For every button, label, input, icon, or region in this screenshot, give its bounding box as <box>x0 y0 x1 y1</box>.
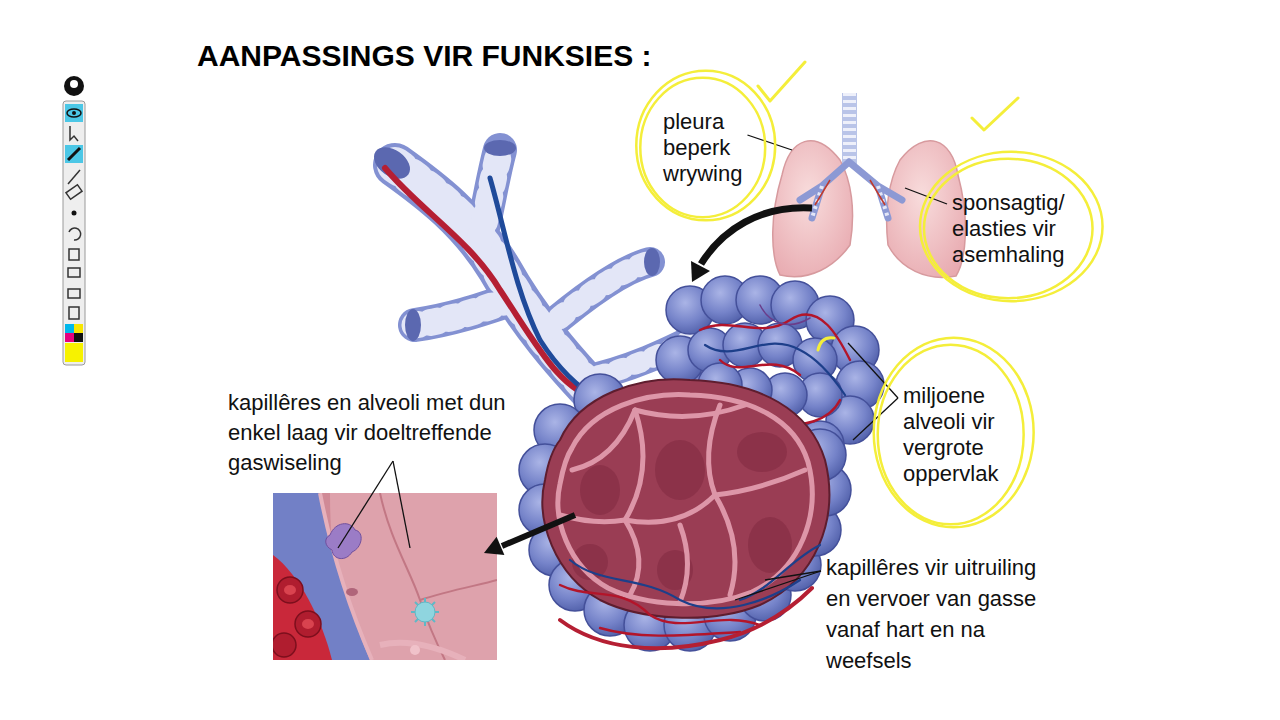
cell <box>410 645 420 655</box>
pointer-icon <box>70 126 78 141</box>
page-icon <box>69 307 79 319</box>
septum <box>715 470 805 495</box>
toolbar-icon <box>64 76 84 96</box>
septum <box>635 405 745 416</box>
toolbar-panel <box>63 101 85 365</box>
camera-icon <box>68 289 80 298</box>
septum <box>680 525 688 602</box>
highlight-circle <box>878 345 1024 525</box>
bronchiole-opening <box>405 309 421 341</box>
sac-shading <box>580 465 620 515</box>
septum <box>715 495 735 595</box>
leader-line <box>848 343 898 398</box>
pointer-arrow <box>502 515 575 546</box>
color-swatch <box>65 324 74 333</box>
arrowhead <box>484 537 504 555</box>
title: AANPASSINGS VIR FUNKSIES : <box>197 38 652 74</box>
lung-vessel <box>815 180 885 205</box>
sac-rim <box>558 395 812 604</box>
capillary-wall <box>273 493 370 660</box>
board-icon <box>68 268 80 277</box>
check-mark <box>972 98 1018 130</box>
artery <box>385 168 720 403</box>
cell-nucleus <box>346 588 358 596</box>
callout-label: pleura beperk wrywing <box>663 109 778 187</box>
leader-line <box>747 135 792 150</box>
macrophage <box>326 524 361 559</box>
toolbar-button <box>65 104 83 122</box>
toolbar <box>63 76 85 365</box>
color-swatch <box>65 343 83 362</box>
immune-cell <box>415 602 435 622</box>
red-blood-cell <box>273 633 296 657</box>
capillary <box>720 360 800 375</box>
leader-line <box>735 571 821 600</box>
membrane <box>320 493 372 660</box>
alveolar-sac <box>542 379 829 617</box>
capillary-lumen <box>273 555 332 660</box>
sac-shading <box>655 440 705 500</box>
red-blood-cell <box>284 585 296 595</box>
color-swatch <box>65 333 74 342</box>
alveoli-cluster <box>519 374 851 651</box>
red-blood-cell <box>295 611 321 637</box>
eye-icon <box>72 111 76 115</box>
highlight-circle <box>924 159 1093 298</box>
trash-icon <box>69 249 79 260</box>
inset-ground <box>273 493 497 660</box>
septum <box>625 410 643 520</box>
capillaries <box>560 545 820 648</box>
eraser-icon <box>66 185 82 200</box>
leader-line <box>393 461 410 548</box>
toolbar-button <box>65 145 83 163</box>
artery <box>560 588 812 648</box>
trachea <box>842 93 857 165</box>
sac-shading <box>737 432 787 472</box>
leader-line <box>765 571 821 580</box>
highlight-mark <box>818 338 834 350</box>
red-blood-cell <box>277 577 303 603</box>
immune-cell <box>411 598 439 626</box>
color-swatch <box>74 333 83 342</box>
bronchiole-opening <box>644 248 660 276</box>
highlight-circle <box>920 152 1103 301</box>
septum <box>625 495 715 522</box>
undo-icon <box>69 228 81 240</box>
inset-closeup <box>273 493 497 660</box>
bronchiole <box>545 262 650 330</box>
color-swatch <box>74 324 83 333</box>
red-blood-cell <box>302 619 314 629</box>
pen-icon <box>68 148 80 160</box>
cartilage-ring <box>415 300 510 325</box>
toolbar-icon <box>70 80 78 88</box>
arrowhead <box>691 261 710 282</box>
capillary <box>760 305 810 324</box>
dot-icon <box>72 211 77 216</box>
capillary <box>600 628 740 636</box>
septum <box>709 405 720 495</box>
bronchus <box>800 162 902 218</box>
trachea-ring <box>843 93 856 165</box>
check-mark <box>758 62 805 101</box>
bronchiole-opening <box>484 140 516 156</box>
eye-icon <box>67 109 81 117</box>
cell-border <box>380 493 497 660</box>
line-icon <box>68 170 80 184</box>
callout-label: kapillêres en alveoli met dun enkel laag… <box>228 388 528 478</box>
bronchiole <box>415 300 510 325</box>
membrane <box>380 643 465 660</box>
septa <box>560 405 805 602</box>
cartilage-ring <box>545 262 650 330</box>
capillary <box>570 560 800 608</box>
septum <box>572 410 635 470</box>
callout-label: sponsagtig/ elasties vir asemhaling <box>952 190 1092 268</box>
callout-label: miljoene alveoli vir vergrote oppervlak <box>903 383 1053 487</box>
callout-label: kapillêres vir uitruiling en vervoer van… <box>826 552 1054 676</box>
immune-cell <box>411 598 439 626</box>
leader-line <box>338 461 393 548</box>
